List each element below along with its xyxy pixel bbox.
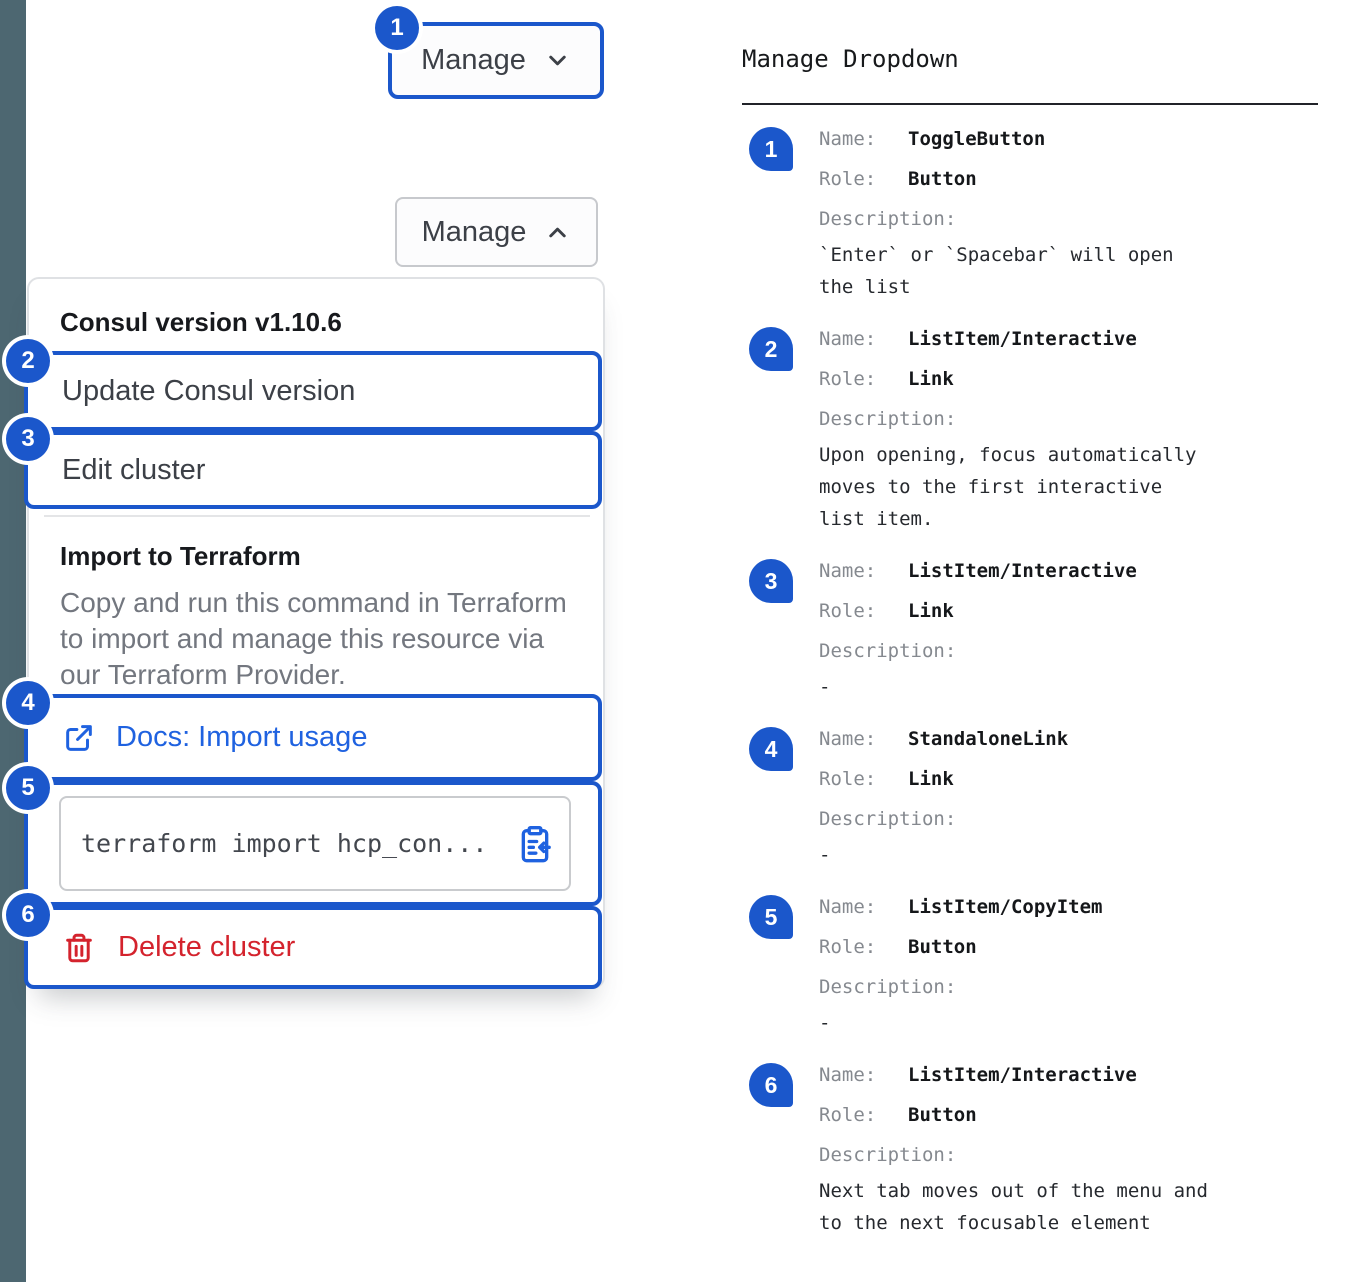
name-label: Name:	[819, 728, 877, 750]
hotspot-badge-6-number: 6	[21, 901, 35, 928]
hotspot-badge-4-number: 4	[21, 689, 35, 716]
annotation-item-5: 5 Name: ListItem/CopyItem Role: Button Des…	[742, 887, 1320, 1039]
annotation-item-6: 6 Name:ListItem/Interactive Role:Button …	[742, 1055, 1320, 1239]
role-label: Role:	[819, 168, 877, 190]
annotation-panel: Manage Dropdown 1 Name: ToggleButton Role…	[742, 44, 1320, 1255]
annotation-item-1: 1 Name: ToggleButton Role: Button Descript…	[742, 119, 1320, 303]
hotspot-badge-4: 4	[6, 681, 50, 725]
consul-version-header: Consul version v1.10.6	[60, 307, 342, 337]
annotation-3-description: -	[819, 676, 831, 698]
annotation-5-name: ListItem/CopyItem	[908, 896, 1103, 918]
annotation-2-role: Link	[908, 368, 954, 390]
annotation-item-4: 4 Name: StandaloneLink Role: Link Descript…	[742, 719, 1320, 871]
hotspot-badge-1-number: 1	[390, 14, 404, 41]
annotation-6-role: Button	[908, 1104, 977, 1126]
role-label: Role:	[819, 936, 877, 958]
annotation-1-description: `Enter` or `Spacebar` will open the list	[819, 244, 1174, 298]
description-label: Description:	[819, 408, 957, 430]
annotation-3-name: ListItem/Interactive	[908, 560, 1137, 582]
annotation-1-role: Button	[908, 168, 977, 190]
annotation-badge-6: 6	[749, 1063, 793, 1107]
import-terraform-description: Copy and run this command in Terraform t…	[60, 587, 567, 690]
annotation-badge-5: 5	[749, 895, 793, 939]
role-label: Role:	[819, 600, 877, 622]
annotation-panel-rule	[742, 103, 1318, 105]
annotation-2-description: Upon opening, focus automatically moves …	[819, 444, 1197, 530]
sidebar-strip	[0, 0, 26, 1282]
annotation-panel-title: Manage Dropdown	[742, 45, 959, 73]
hotspot-badge-5-number: 5	[21, 774, 35, 801]
hotspot-badge-3-number: 3	[21, 425, 35, 452]
description-label: Description:	[819, 208, 957, 230]
annotation-2-name: ListItem/Interactive	[908, 328, 1137, 350]
annotation-4-description: -	[819, 844, 831, 866]
import-terraform-header: Import to Terraform	[60, 541, 301, 571]
hotspot-badge-3: 3	[6, 417, 50, 461]
annotation-5-role: Button	[908, 936, 977, 958]
name-label: Name:	[819, 128, 877, 150]
annotation-6-description: Next tab moves out of the menu and to th…	[819, 1180, 1208, 1234]
hotspot-badge-1: 1	[375, 6, 419, 50]
menu-divider	[44, 515, 590, 517]
terraform-command-text: terraform import hcp_con...	[81, 829, 488, 858]
delete-cluster-label: Delete cluster	[118, 931, 296, 963]
annotation-4-role: Link	[908, 768, 954, 790]
menu-item-docs-import-usage[interactable]: Docs: Import usage	[24, 694, 602, 781]
manage-expanded-button[interactable]: Manage	[395, 197, 598, 267]
docs-import-usage-label: Docs: Import usage	[116, 721, 368, 753]
hotspot-badge-2: 2	[6, 339, 50, 383]
hotspot-badge-5: 5	[6, 766, 50, 810]
role-label: Role:	[819, 1104, 877, 1126]
description-label: Description:	[819, 640, 957, 662]
annotation-badge-3: 3	[749, 559, 793, 603]
menu-item-delete-cluster[interactable]: Delete cluster	[24, 906, 602, 989]
role-label: Role:	[819, 368, 877, 390]
chevron-up-icon	[549, 227, 567, 237]
annotation-4-name: StandaloneLink	[908, 728, 1069, 750]
manage-expanded-label: Manage	[421, 215, 527, 248]
external-link-icon	[66, 724, 92, 751]
trash-icon	[66, 933, 92, 962]
menu-item-terraform-copy: terraform import hcp_con...	[24, 781, 602, 906]
terraform-command-field[interactable]: terraform import hcp_con...	[59, 796, 571, 891]
name-label: Name:	[819, 328, 877, 350]
description-label: Description:	[819, 1144, 957, 1166]
menu-item-edit-label: Edit cluster	[62, 453, 206, 486]
description-label: Description:	[819, 808, 957, 830]
menu-item-update-label: Update Consul version	[62, 374, 356, 407]
manage-toggle-button[interactable]: Manage	[388, 22, 604, 99]
hotspot-badge-6: 6	[6, 893, 50, 937]
annotation-1-name: ToggleButton	[908, 128, 1046, 150]
annotation-6-name: ListItem/Interactive	[908, 1064, 1137, 1086]
chevron-down-icon	[549, 55, 566, 66]
name-label: Name:	[819, 896, 877, 918]
menu-item-edit-cluster[interactable]: Edit cluster	[24, 431, 602, 509]
hotspot-badge-2-number: 2	[21, 347, 35, 374]
annotation-3-role: Link	[908, 600, 954, 622]
annotation-item-3: 3 Name: ListItem/Interactive Role: Link De…	[742, 551, 1320, 703]
name-label: Name:	[819, 560, 877, 582]
manage-toggle-label: Manage	[421, 44, 526, 76]
annotation-badge-4: 4	[749, 727, 793, 771]
annotation-badge-2: 2	[749, 327, 793, 371]
description-label: Description:	[819, 976, 957, 998]
annotation-5-description: -	[819, 1012, 831, 1034]
annotation-badge-1: 1	[749, 127, 793, 171]
annotation-list: 1 Name: ToggleButton Role: Button Descript…	[742, 119, 1320, 1239]
name-label: Name:	[819, 1064, 877, 1086]
role-label: Role:	[819, 768, 877, 790]
annotation-item-2: 2 Name: ListItem/Interactive Role: Link De…	[742, 319, 1320, 535]
clipboard-copy-icon[interactable]	[515, 824, 555, 864]
menu-item-update-consul-version[interactable]: Update Consul version	[24, 351, 602, 431]
